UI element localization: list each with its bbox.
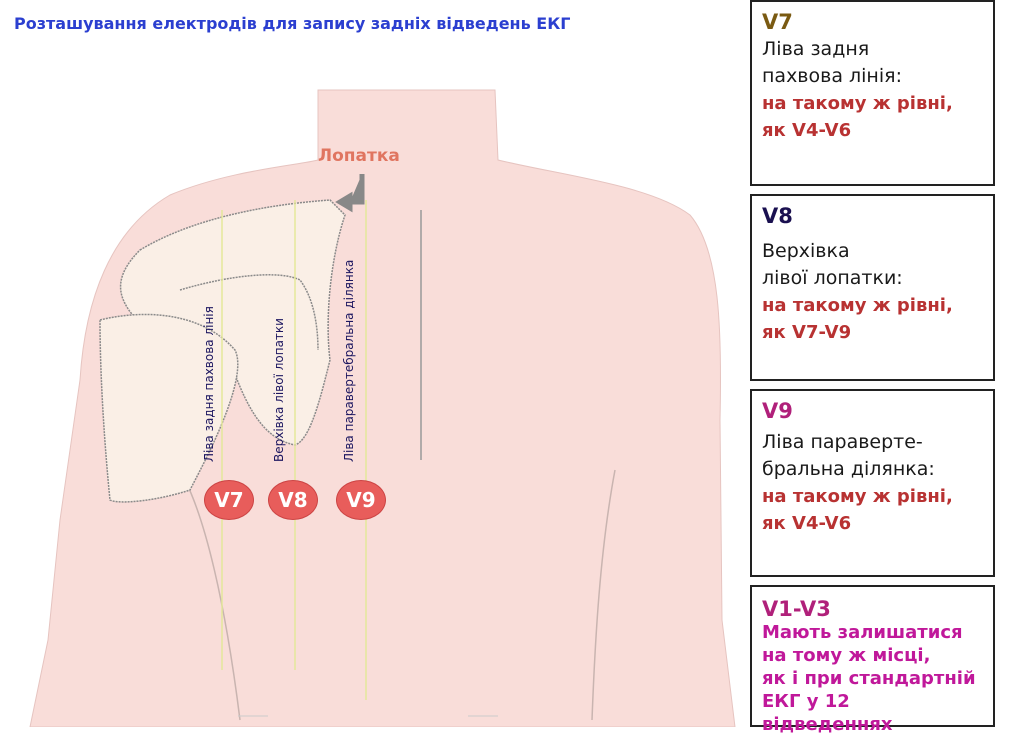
lead-title: V7 — [762, 10, 793, 34]
info-box-v8: V8 Верхівка лівої лопатки: на такому ж р… — [750, 194, 995, 381]
lead-note: як V7-V9 — [762, 322, 852, 343]
lead-note: на такому ж рівні, — [762, 93, 953, 114]
lead-note: ЕКГ у 12 відведеннях — [762, 691, 893, 735]
lead-desc: Ліва задня — [762, 38, 870, 60]
lead-title: V1-V3 — [762, 597, 831, 621]
lead-title: V9 — [762, 399, 793, 423]
lead-desc: лівої лопатки: — [762, 267, 903, 289]
scapula-arm — [99, 313, 239, 503]
scapula-arrow-icon — [335, 174, 365, 213]
electrode-v8: V8 — [268, 480, 318, 520]
electrode-v9: V9 — [336, 480, 386, 520]
scapula-label: Лопатка — [318, 146, 400, 166]
lead-note: як V4-V6 — [762, 513, 852, 534]
left-armpit — [184, 479, 241, 721]
scapula-spine — [179, 274, 319, 351]
diagram-title: Розташування електродів для запису задні… — [14, 14, 571, 33]
info-box-v1-v3: V1-V3 Мають залишатися на тому ж місці, … — [750, 585, 995, 735]
lead-note: на такому ж рівні, — [762, 486, 953, 507]
info-box-v9: V9 Ліва паравертe- бральна ділянка: на т… — [750, 389, 995, 577]
lead-desc: Ліва паравертe- — [762, 431, 923, 453]
line-label-v7: Ліва задня пахвова лінія — [202, 306, 216, 462]
lead-desc: бральна ділянка: — [762, 458, 935, 480]
lead-note: як і при стандартній — [762, 668, 976, 689]
lead-note: як V4-V6 — [762, 120, 852, 141]
back-illustration — [29, 89, 736, 727]
lead-note: Мають залишатися — [762, 622, 963, 643]
lead-title: V8 — [762, 204, 793, 228]
line-label-v9: Ліва паравертебральна ділянка — [342, 259, 356, 462]
lead-note: на такому ж рівні, — [762, 295, 953, 316]
lead-desc: Верхівка — [762, 240, 850, 262]
lead-desc: пахвова лінія: — [762, 65, 902, 87]
right-armpit — [591, 469, 616, 721]
electrode-v7: V7 — [204, 480, 254, 520]
info-box-v7: V7 Ліва задня пахвова лінія: на такому ж… — [750, 0, 995, 186]
line-label-v8: Верхівка лівої лопатки — [272, 318, 286, 462]
lead-note: на тому ж місці, — [762, 645, 931, 666]
